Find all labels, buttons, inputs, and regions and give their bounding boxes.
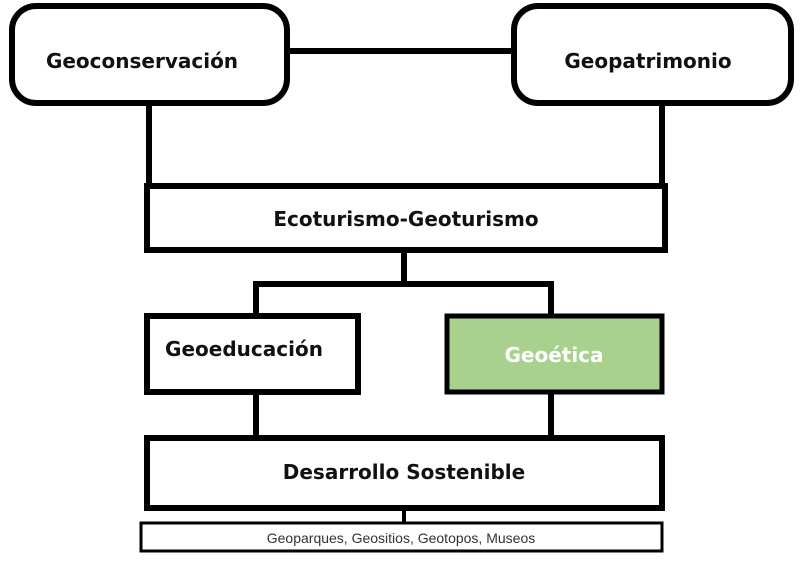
node-geopatrimonio-box <box>511 3 794 106</box>
node-geoetica-label: Geoética <box>504 343 603 367</box>
node-geoeducacion: Geoeducación <box>144 313 361 395</box>
node-geoparques: Geoparques, Geositios, Geotopos, Museos <box>139 521 664 553</box>
node-geopatrimonio-label: Geopatrimonio <box>564 49 731 73</box>
node-geoconservacion-box <box>9 3 290 106</box>
connectors <box>146 48 665 523</box>
node-geoeducacion-label: Geoeducación <box>165 337 323 361</box>
node-desarrollo: Desarrollo Sostenible <box>144 435 665 511</box>
node-geoparques-box <box>139 521 664 553</box>
node-ecoturismo: Ecoturismo-Geoturismo <box>144 183 668 253</box>
node-desarrollo-label: Desarrollo Sostenible <box>283 460 525 484</box>
node-geoparques-label: Geoparques, Geositios, Geotopos, Museos <box>267 530 535 546</box>
node-desarrollo-box <box>144 435 665 511</box>
node-geoconservacion: Geoconservación <box>9 3 290 106</box>
node-geoetica: Geoética <box>444 313 665 395</box>
node-geoconservacion-label: Geoconservación <box>46 49 238 73</box>
node-geoetica-box <box>444 313 665 395</box>
node-geoeducacion-box <box>144 313 361 395</box>
node-geopatrimonio: Geopatrimonio <box>511 3 794 106</box>
node-ecoturismo-box <box>144 183 668 253</box>
node-ecoturismo-label: Ecoturismo-Geoturismo <box>273 207 538 231</box>
